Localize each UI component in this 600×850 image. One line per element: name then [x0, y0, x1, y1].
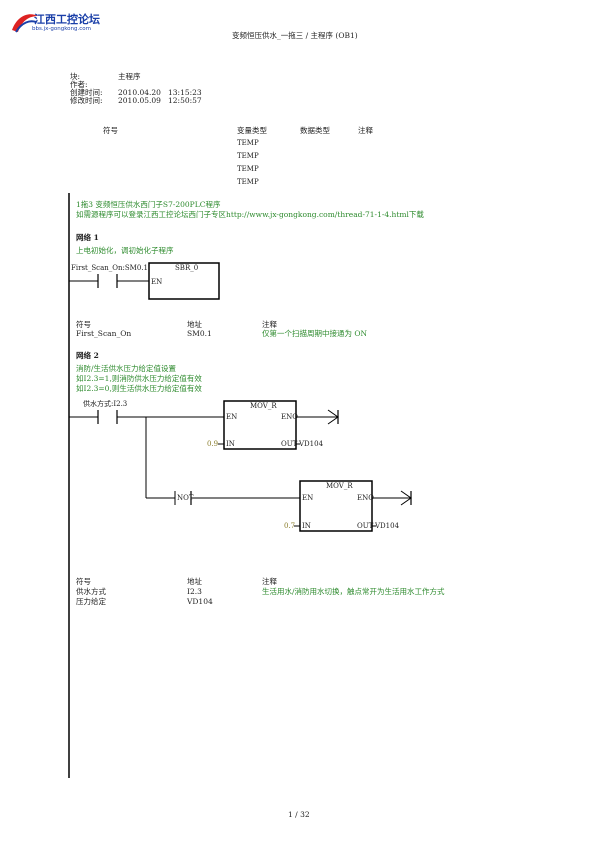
network2-comment-line3: 如I2.3=0,则生活供水压力给定值有效 — [76, 384, 202, 393]
network2-title: 网络 2 — [76, 351, 99, 360]
movr1-out: OUT — [281, 440, 298, 448]
movr1-in: IN — [226, 440, 235, 448]
n1-table-header-address: 地址 — [187, 320, 202, 329]
var-row-type: TEMP — [237, 152, 259, 160]
var-row-type: TEMP — [237, 178, 259, 186]
modified-date: 2010.05.09 — [118, 96, 161, 105]
var-row-type: TEMP — [237, 139, 259, 147]
n2-row2-address: VD104 — [187, 597, 213, 606]
network2-comment-line1: 消防/生活供水压力给定值设置 — [76, 364, 177, 373]
modified-label: 修改时间: — [70, 96, 103, 105]
n2-table-header-symbol: 符号 — [76, 577, 91, 586]
movr2-eno: ENO — [357, 494, 374, 502]
n1-row-comment: 仅第一个扫描周期中接通为 ON — [262, 329, 368, 338]
n2-row1-symbol: 供水方式 — [76, 587, 106, 596]
var-header-datatype: 数据类型 — [300, 126, 330, 135]
movr1-eno: ENO — [281, 413, 298, 421]
block-value: 主程序 — [118, 72, 141, 81]
n2-table-header-comment: 注释 — [262, 577, 277, 586]
logo-url: bbs.jx-gongkong.com — [32, 26, 92, 32]
movr1-in-value: 0.9 — [207, 440, 219, 448]
movr2-name: MOV_R — [326, 482, 353, 490]
n1-sbr-box — [148, 262, 220, 300]
var-row-type: TEMP — [237, 165, 259, 173]
network1-box-name: SBR_0 — [175, 264, 199, 272]
logo-name: 江西工控论坛 — [34, 13, 100, 26]
network1-box-en: EN — [151, 278, 163, 286]
n2-eno2-arrow — [400, 490, 412, 506]
network1-comment: 上电初始化，调初始化子程序 — [76, 246, 174, 255]
logo-swoosh-icon — [12, 14, 38, 33]
movr1-en: EN — [226, 413, 238, 421]
network1-contact-label: First_Scan_On:SM0.1 — [71, 264, 148, 272]
program-comment-line2: 如需源程序可以登录江西工控论坛西门子专区http://www.jx-gongko… — [76, 210, 424, 219]
page-header-title: 变频恒压供水_一拖三 / 主程序 (OB1) — [232, 31, 358, 40]
network1-title: 网络 1 — [76, 233, 99, 242]
site-logo: 江西工控论坛 bbs.jx-gongkong.com — [10, 8, 100, 38]
n1-row-symbol: First_Scan_On — [76, 329, 132, 338]
var-header-vartype: 变量类型 — [237, 126, 267, 135]
block-label: 块: — [70, 72, 81, 81]
page-number: 1 / 32 — [288, 810, 310, 819]
n1-table-header-symbol: 符号 — [76, 320, 91, 329]
n2-movr2-box — [299, 480, 373, 532]
created-label: 创建时间: — [70, 88, 103, 97]
n2-row1-comment: 生活用水/消防用水切换，触点常开为生活用水工作方式 — [262, 587, 445, 596]
movr2-out-value: VD104 — [375, 522, 400, 530]
not-label: NOT — [177, 494, 194, 502]
n2-row2-symbol: 压力给定 — [76, 597, 106, 606]
n2-eno1-arrow — [327, 409, 339, 425]
author-label: 作者: — [70, 80, 88, 89]
movr1-name: MOV_R — [250, 402, 277, 410]
created-time: 13:15:23 — [168, 88, 202, 97]
n1-row-address: SM0.1 — [187, 329, 212, 338]
n2-table-header-address: 地址 — [187, 577, 202, 586]
movr2-in: IN — [302, 522, 311, 530]
created-date: 2010.04.20 — [118, 88, 161, 97]
modified-time: 12:50:57 — [168, 96, 202, 105]
movr2-out: OUT — [357, 522, 374, 530]
network2-contact-label: 供水方式:I2.3 — [83, 400, 128, 408]
n2-row1-address: I2.3 — [187, 587, 202, 596]
network2-comment-line2: 如I2.3=1,则消防供水压力给定值有效 — [76, 374, 202, 383]
program-comment-line1: 1拖3 变频恒压供水西门子S7-200PLC程序 — [76, 200, 221, 209]
var-header-symbol: 符号 — [103, 126, 118, 135]
n1-table-header-comment: 注释 — [262, 320, 277, 329]
n2-movr1-box — [223, 400, 297, 450]
movr1-out-value: VD104 — [299, 440, 324, 448]
movr2-in-value: 0.7 — [284, 522, 296, 530]
var-header-comment: 注释 — [358, 126, 373, 135]
movr2-en: EN — [302, 494, 314, 502]
